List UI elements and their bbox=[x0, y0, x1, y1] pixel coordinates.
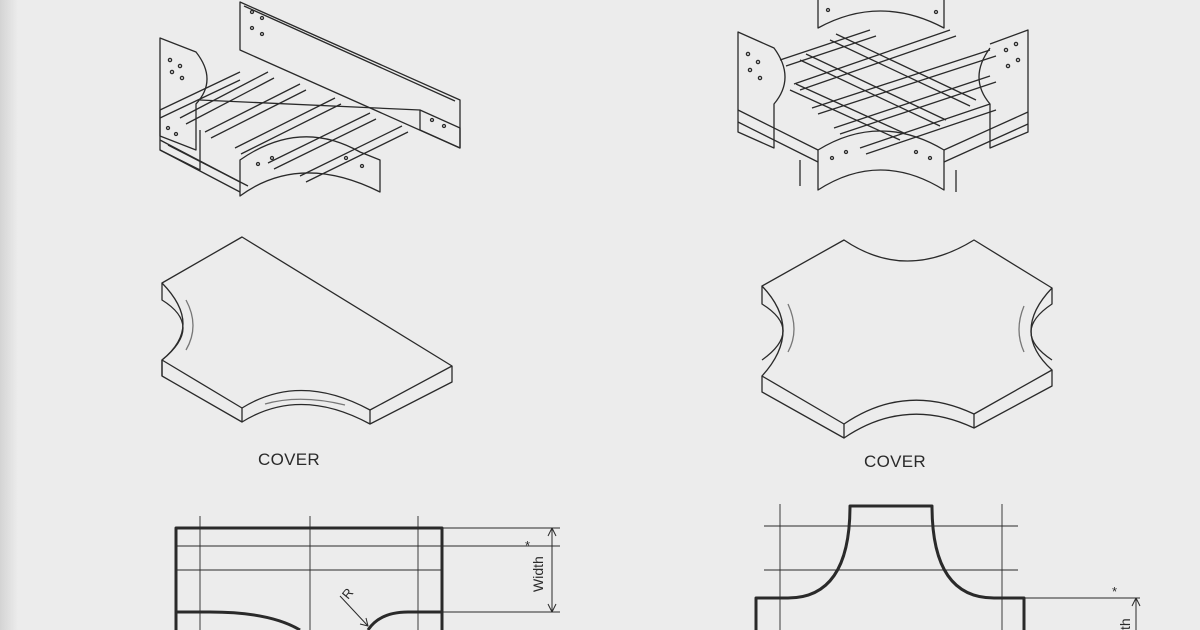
tee-cover-drawing bbox=[161, 236, 453, 425]
tee-ladder-tray-drawing bbox=[159, 1, 461, 197]
cross-ladder-tray-drawing bbox=[737, 0, 1029, 192]
tee-plan-drawing bbox=[174, 516, 560, 630]
cover-caption-right: COVER bbox=[864, 452, 926, 471]
width-label-right: th bbox=[1117, 618, 1133, 630]
width-asterisk-left: * bbox=[525, 538, 530, 553]
scan-edge-shadow bbox=[0, 0, 18, 630]
width-asterisk-right: * bbox=[1112, 584, 1117, 599]
cover-caption-left: COVER bbox=[258, 450, 320, 469]
cross-cover-drawing bbox=[761, 239, 1053, 439]
width-label-left: Width bbox=[530, 556, 546, 592]
cross-plan-drawing bbox=[754, 504, 1141, 630]
radius-label: R bbox=[339, 585, 357, 602]
